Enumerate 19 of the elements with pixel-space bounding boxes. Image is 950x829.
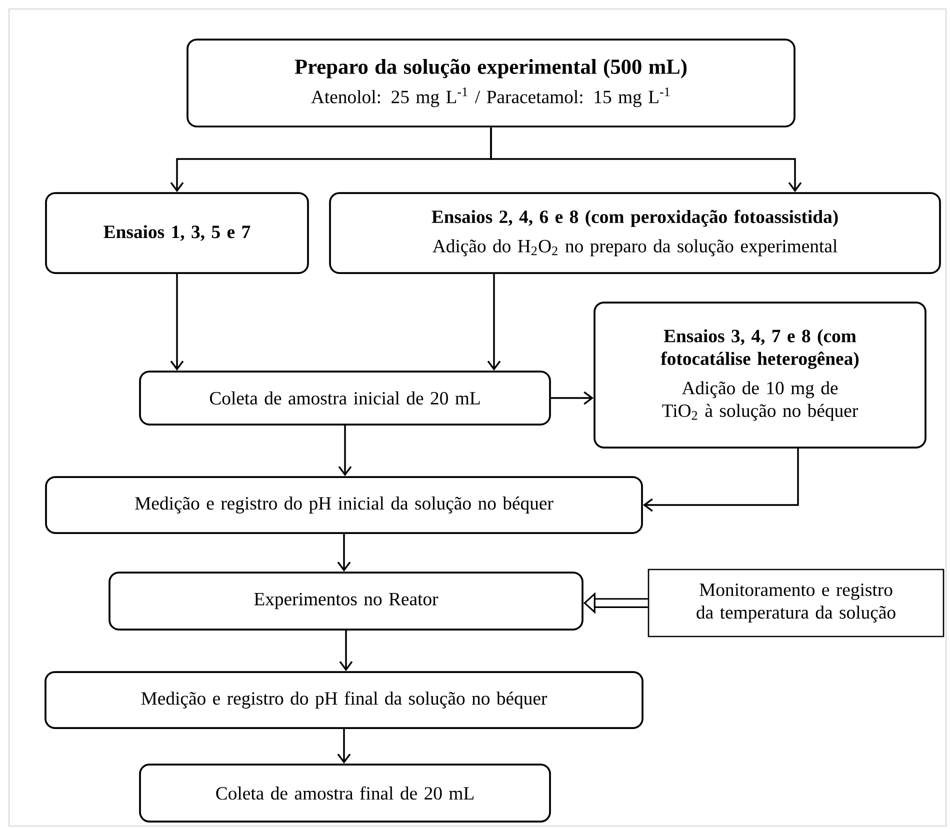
arrow — [550, 391, 594, 405]
process-box: Medição e registro do pH inicial da solução no béquer — [45, 476, 643, 534]
process-box: Ensaios 1, 3, 5 e 7 — [45, 192, 309, 274]
process-box: Experimentos no Reator — [108, 572, 584, 630]
arrow — [487, 274, 501, 371]
arrow — [337, 728, 351, 764]
note-box: Monitoramento e registro da temperatura da solução — [648, 568, 944, 638]
arrow — [642, 448, 799, 512]
process-box: Ensaios 2, 4, 6 e 8 (com peroxidação fotoassistida) Adição do H$_{2}$O$_{2}$ no preparo da solução experimental — [329, 192, 941, 274]
process-box: Medição e registro do pH final da solução no béquer — [44, 671, 644, 729]
process-box: Coleta de amostra inicial de 20 mL — [139, 370, 551, 426]
arrow — [339, 630, 353, 672]
arrow — [337, 534, 351, 572]
arrow — [338, 425, 352, 476]
process-box: Ensaios 3, 4, 7 e 8 (com fotocatálise heterogênea) Adição de 10 mg de TiO$_{2}$ à solução no béquer — [594, 302, 926, 448]
arrow — [490, 127, 802, 192]
arrow — [170, 274, 184, 371]
process-box: Preparo da solução experimental (500 mL) Atenolol: 25 mg L$^{-1}$ / Paracetamol: 15 mg L$^{-1}$ — [186, 38, 796, 128]
process-box: Coleta de amostra final de 20 mL — [139, 764, 551, 822]
